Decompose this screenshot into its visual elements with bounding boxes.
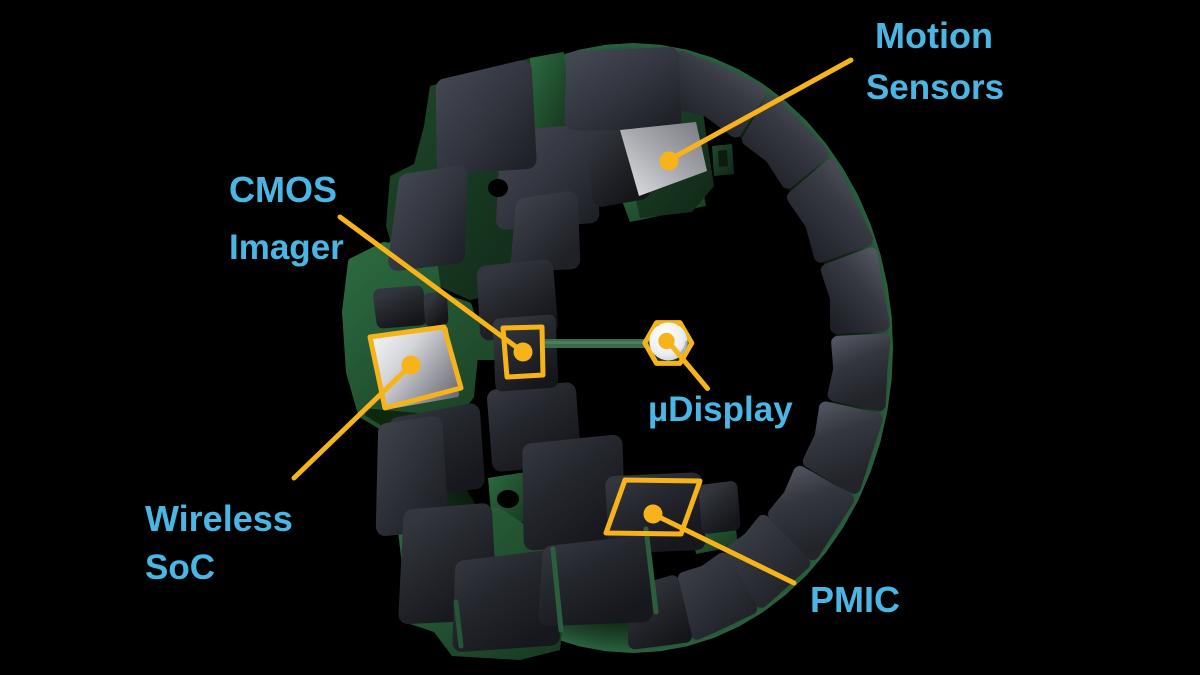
- svg-text:Motion: Motion: [875, 15, 993, 56]
- svg-text:Sensors: Sensors: [866, 68, 1004, 107]
- svg-text:µDisplay: µDisplay: [648, 390, 793, 429]
- svg-text:Wireless: Wireless: [145, 498, 293, 539]
- svg-text:PMIC: PMIC: [810, 579, 900, 620]
- svg-text:SoC: SoC: [145, 548, 215, 587]
- svg-text:CMOS: CMOS: [229, 169, 337, 210]
- svg-text:Imager: Imager: [229, 228, 344, 267]
